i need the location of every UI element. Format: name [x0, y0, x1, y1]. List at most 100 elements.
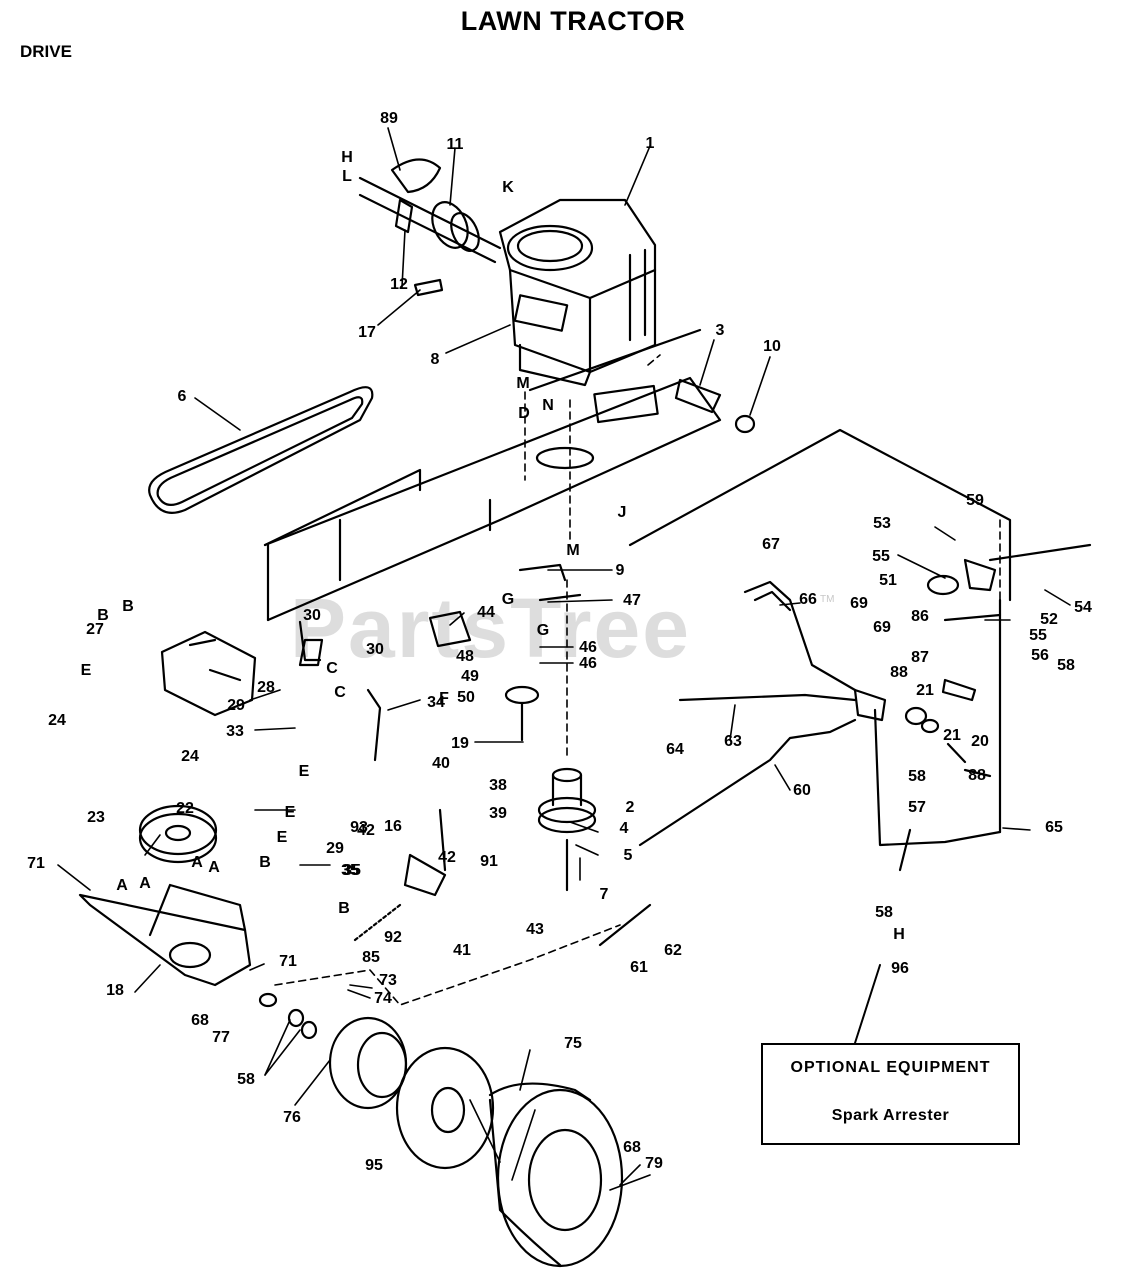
callout-label: A: [139, 875, 151, 892]
callout-label: C: [326, 660, 338, 677]
callout-label: L: [342, 168, 352, 185]
callout-label: 41: [453, 942, 471, 959]
optional-equipment-ref: 96: [891, 960, 909, 977]
callout-label: 8: [431, 351, 440, 368]
callout-label: E: [277, 829, 288, 846]
callout-label: 39: [489, 805, 507, 822]
callout-label: 30: [366, 641, 384, 658]
engine-part: [498, 198, 657, 387]
callout-label: 28: [257, 679, 275, 696]
callout-label: 76: [283, 1109, 301, 1126]
callout-label: 60: [793, 782, 811, 799]
callout-label: 89: [380, 110, 398, 127]
callout-label: 9: [616, 562, 625, 579]
callout-label: 33: [226, 723, 244, 740]
callout-label: 35: [341, 862, 359, 879]
callout-label: G: [537, 622, 549, 639]
callout-label: 61: [630, 959, 648, 976]
callout-label: 6: [178, 388, 187, 405]
callout-label: 58: [237, 1071, 255, 1088]
callout-label: 46: [579, 655, 597, 672]
callout-label: 21: [916, 682, 934, 699]
diagram-title: LAWN TRACTOR: [460, 6, 686, 36]
callout-label: F: [439, 690, 449, 707]
callout-label: 2: [626, 799, 635, 816]
callout-label: 47: [623, 592, 641, 609]
callout-label: 95: [365, 1157, 383, 1174]
callout-label: 42: [357, 822, 375, 839]
callout-label: 48: [456, 648, 474, 665]
callout-label: 69: [850, 595, 868, 612]
callout-label: 21: [943, 727, 961, 744]
callout-label: 74: [374, 990, 392, 1007]
callout-label: 54: [1074, 599, 1092, 616]
transaxle-part: [78, 883, 252, 987]
callout-label: 64: [666, 741, 684, 758]
callout-label: E: [81, 662, 92, 679]
callout-label: A: [191, 854, 203, 871]
callout-label: 16: [384, 818, 402, 835]
callout-label: 38: [489, 777, 507, 794]
callout-label: 51: [879, 572, 897, 589]
callout-label: 10: [763, 338, 781, 355]
callout-label: 65: [1045, 819, 1063, 836]
callout-label: 24: [48, 712, 66, 729]
idler-arm-part: [298, 563, 582, 942]
callout-label: 42: [438, 849, 456, 866]
callout-label: 71: [27, 855, 45, 872]
callout-label: 86: [911, 608, 929, 625]
callout-label: 53: [873, 515, 891, 532]
callout-label: 67: [762, 536, 780, 553]
callout-label: 75: [564, 1035, 582, 1052]
callout-label: 7: [600, 886, 609, 903]
callout-label: D: [518, 405, 530, 422]
callout-label: 88: [968, 767, 986, 784]
callout-label: 87: [911, 649, 929, 666]
callout-label: 40: [432, 755, 450, 772]
callout-label: 46: [579, 639, 597, 656]
frame-part: [263, 328, 1012, 622]
pulley-part: [504, 685, 597, 892]
callout-label: K: [502, 179, 514, 196]
callout-label: 4: [620, 820, 629, 837]
callout-label: B: [97, 607, 109, 624]
callout-label: B: [259, 854, 271, 871]
rear-wheel-part: [258, 992, 624, 1268]
callout-label: 17: [358, 324, 376, 341]
callout-label: 77: [212, 1029, 230, 1046]
callout-label: 63: [724, 733, 742, 750]
callout-label: 23: [87, 809, 105, 826]
callout-label: B: [122, 598, 134, 615]
callout-label: 93: [350, 819, 368, 836]
callout-label: 62: [664, 942, 682, 959]
callout-label: 92: [384, 929, 402, 946]
callout-label: 79: [645, 1155, 663, 1172]
optional-equipment-title: OPTIONAL EQUIPMENT: [790, 1059, 991, 1076]
callout-label: A: [208, 859, 220, 876]
brake-bracket-part: [904, 558, 1002, 778]
callout-label: 58: [908, 768, 926, 785]
callout-label: 30: [303, 607, 321, 624]
watermark-trademark: TM: [820, 594, 835, 605]
callout-label: 22: [176, 800, 194, 817]
callout-label: 24: [181, 748, 199, 765]
callout-label: 50: [457, 689, 475, 706]
callout-label: 55: [872, 548, 890, 565]
callout-label: 43: [526, 921, 544, 938]
callout-label: 73: [379, 972, 397, 989]
control-linkage-part: [598, 543, 1092, 947]
optional-equipment-box: OPTIONAL EQUIPMENT Spark Arrester: [761, 1043, 1020, 1145]
callout-label: 58: [1057, 657, 1075, 674]
optional-equipment-item: Spark Arrester: [831, 1107, 950, 1124]
callout-label: 19: [451, 735, 469, 752]
callout-label: 57: [908, 799, 926, 816]
callout-label: 29: [326, 840, 344, 857]
muffler-part: [358, 158, 502, 297]
callout-label: 85: [362, 949, 380, 966]
callout-label: M: [516, 375, 529, 392]
callout-label: H: [341, 149, 353, 166]
callout-label: 35: [343, 862, 361, 879]
callout-label: E: [285, 804, 296, 821]
callout-label: 71: [279, 953, 297, 970]
